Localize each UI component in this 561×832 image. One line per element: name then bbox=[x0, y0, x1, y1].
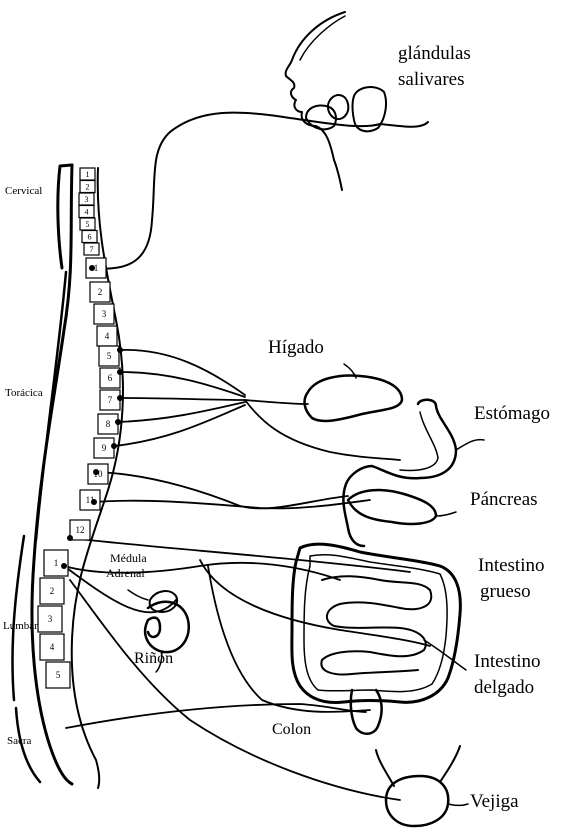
nerve-t11 bbox=[94, 500, 370, 508]
pancreas-shape bbox=[348, 490, 436, 524]
nerve-t8 bbox=[118, 402, 245, 422]
small-intestine-label-line2: delgado bbox=[474, 678, 534, 697]
ureter-left bbox=[376, 750, 394, 786]
cervical-vertebra-1-number: 1 bbox=[86, 170, 90, 179]
thoracic-vertebra-4-number: 4 bbox=[105, 331, 110, 341]
cervical-vertebra-2-number: 2 bbox=[86, 183, 90, 192]
bladder-label: Vejiga bbox=[470, 792, 519, 811]
cervical-vertebra-6-number: 6 bbox=[88, 233, 92, 242]
lumbar-vertebra-3: 3 bbox=[38, 606, 62, 632]
thoracic-vertebra-2: 2 bbox=[90, 282, 110, 302]
adrenal-label-line2: Adrenal bbox=[106, 567, 145, 579]
ganglion-dot-5 bbox=[115, 419, 121, 425]
spine-front-outline bbox=[32, 165, 72, 784]
liver-label: Hígado bbox=[268, 338, 324, 357]
cervical-vertebra-5: 5 bbox=[80, 218, 95, 230]
bladder bbox=[386, 776, 448, 826]
nerve-t9 bbox=[114, 405, 245, 446]
thoracic-vertebra-8: 8 bbox=[98, 414, 118, 434]
lumbar-vertebra-1: 1 bbox=[44, 550, 68, 576]
thoracic-vertebra-9: 9 bbox=[94, 438, 114, 458]
cervical-vertebra-4-number: 4 bbox=[85, 208, 89, 217]
lumbar-vertebra-2: 2 bbox=[40, 578, 64, 604]
nerve-plexus-to-liver bbox=[245, 400, 308, 404]
colon-label: Colon bbox=[272, 722, 311, 738]
thoracic-vertebra-4: 4 bbox=[97, 326, 117, 346]
cervical-vertebra-7-number: 7 bbox=[90, 245, 94, 254]
ganglion-dot-6 bbox=[111, 443, 117, 449]
lumbar-vertebra-5: 5 bbox=[46, 662, 70, 688]
lumbar-vertebra-5-number: 5 bbox=[56, 670, 61, 680]
large-intestine-label-line2: grueso bbox=[480, 582, 531, 601]
thoracic-vertebra-2-number: 2 bbox=[98, 287, 103, 297]
thoracic-vertebra-6-number: 6 bbox=[108, 373, 113, 383]
thoracic-vertebra-5: 5 bbox=[99, 346, 119, 366]
pancreas-tail bbox=[436, 512, 456, 516]
thoracic-vertebra-9-number: 9 bbox=[102, 443, 107, 453]
stomach-label-leader bbox=[456, 440, 484, 450]
cervical-vertebra-3-number: 3 bbox=[85, 195, 89, 204]
ganglion-dot-8 bbox=[91, 499, 97, 505]
nerve-t10 bbox=[96, 472, 348, 508]
cervical-vertebra-1: 1 bbox=[80, 168, 95, 180]
thoracic-vertebra-3: 3 bbox=[94, 304, 114, 324]
pancreas-label: Páncreas bbox=[470, 490, 538, 509]
cervical-vertebra-2: 2 bbox=[80, 181, 95, 193]
cervical-vertebra-5-number: 5 bbox=[86, 220, 90, 229]
thoracic-vertebra-12-number: 12 bbox=[76, 525, 85, 535]
thoracic-vertebra-6: 6 bbox=[100, 368, 120, 388]
lumbar-vertebra-3-number: 3 bbox=[48, 614, 53, 624]
nerve-t6 bbox=[120, 372, 245, 397]
adrenal-leader bbox=[128, 590, 148, 600]
thoracic-vertebra-5-number: 5 bbox=[107, 351, 112, 361]
thoracic-vertebra-12: 12 bbox=[70, 520, 90, 540]
salivary-label-line2: salivares bbox=[398, 70, 464, 89]
lumbar-vertebra-1-number: 1 bbox=[54, 558, 59, 568]
ganglion-dot-10 bbox=[61, 563, 67, 569]
ganglion-dot-9 bbox=[67, 535, 73, 541]
ganglion-dot-3 bbox=[117, 369, 123, 375]
nerve-to-salivary bbox=[92, 113, 428, 269]
stomach-inner bbox=[400, 412, 438, 471]
thoracic-bracket bbox=[36, 272, 66, 540]
lumbar-label: Lumbar bbox=[3, 621, 38, 632]
sacral-label: Sacra bbox=[7, 736, 31, 747]
lumbar-bracket bbox=[12, 536, 24, 700]
stomach-label: Estómago bbox=[474, 404, 550, 423]
ureter-right bbox=[440, 746, 460, 782]
thoracic-vertebra-7: 7 bbox=[100, 390, 120, 410]
bladder-leader bbox=[448, 804, 468, 806]
thoracic-label: Torácica bbox=[5, 388, 43, 399]
thoracic-vertebra-3-number: 3 bbox=[102, 309, 107, 319]
large-intestine-label-line1: Intestino bbox=[478, 556, 545, 575]
ganglion-dot-7 bbox=[93, 469, 99, 475]
ganglion-dot-2 bbox=[117, 347, 123, 353]
lumbar-vertebra-4: 4 bbox=[40, 634, 64, 660]
thoracic-vertebra-11: 11 bbox=[80, 490, 100, 510]
lumbar-vertebra-4-number: 4 bbox=[50, 642, 55, 652]
lumbar-vertebra-2-number: 2 bbox=[50, 586, 55, 596]
liver-shape bbox=[305, 376, 402, 421]
ganglion-dot-4 bbox=[117, 395, 123, 401]
kidney-label: Riñón bbox=[134, 651, 173, 667]
cervical-vertebra-6: 6 bbox=[82, 231, 97, 243]
thoracic-vertebra-7-number: 7 bbox=[108, 395, 113, 405]
adrenal-label-line1: Médula bbox=[110, 552, 147, 564]
cervical-vertebra-3: 3 bbox=[79, 193, 94, 205]
small-intestine-label-line1: Intestino bbox=[474, 652, 541, 671]
cervical-label: Cervical bbox=[5, 186, 42, 197]
cervical-vertebra-7: 7 bbox=[84, 243, 99, 255]
salivary-label-line1: glándulas bbox=[398, 44, 471, 63]
nerve-plexus-to-stomach bbox=[245, 400, 400, 460]
cervical-vertebra-4: 4 bbox=[79, 206, 94, 218]
nerve-t7 bbox=[120, 398, 245, 400]
small-intestine bbox=[321, 576, 431, 674]
nerve-sacral-to-colon bbox=[66, 704, 366, 728]
thoracic-vertebra-8-number: 8 bbox=[106, 419, 111, 429]
ganglion-dot-1 bbox=[89, 265, 95, 271]
